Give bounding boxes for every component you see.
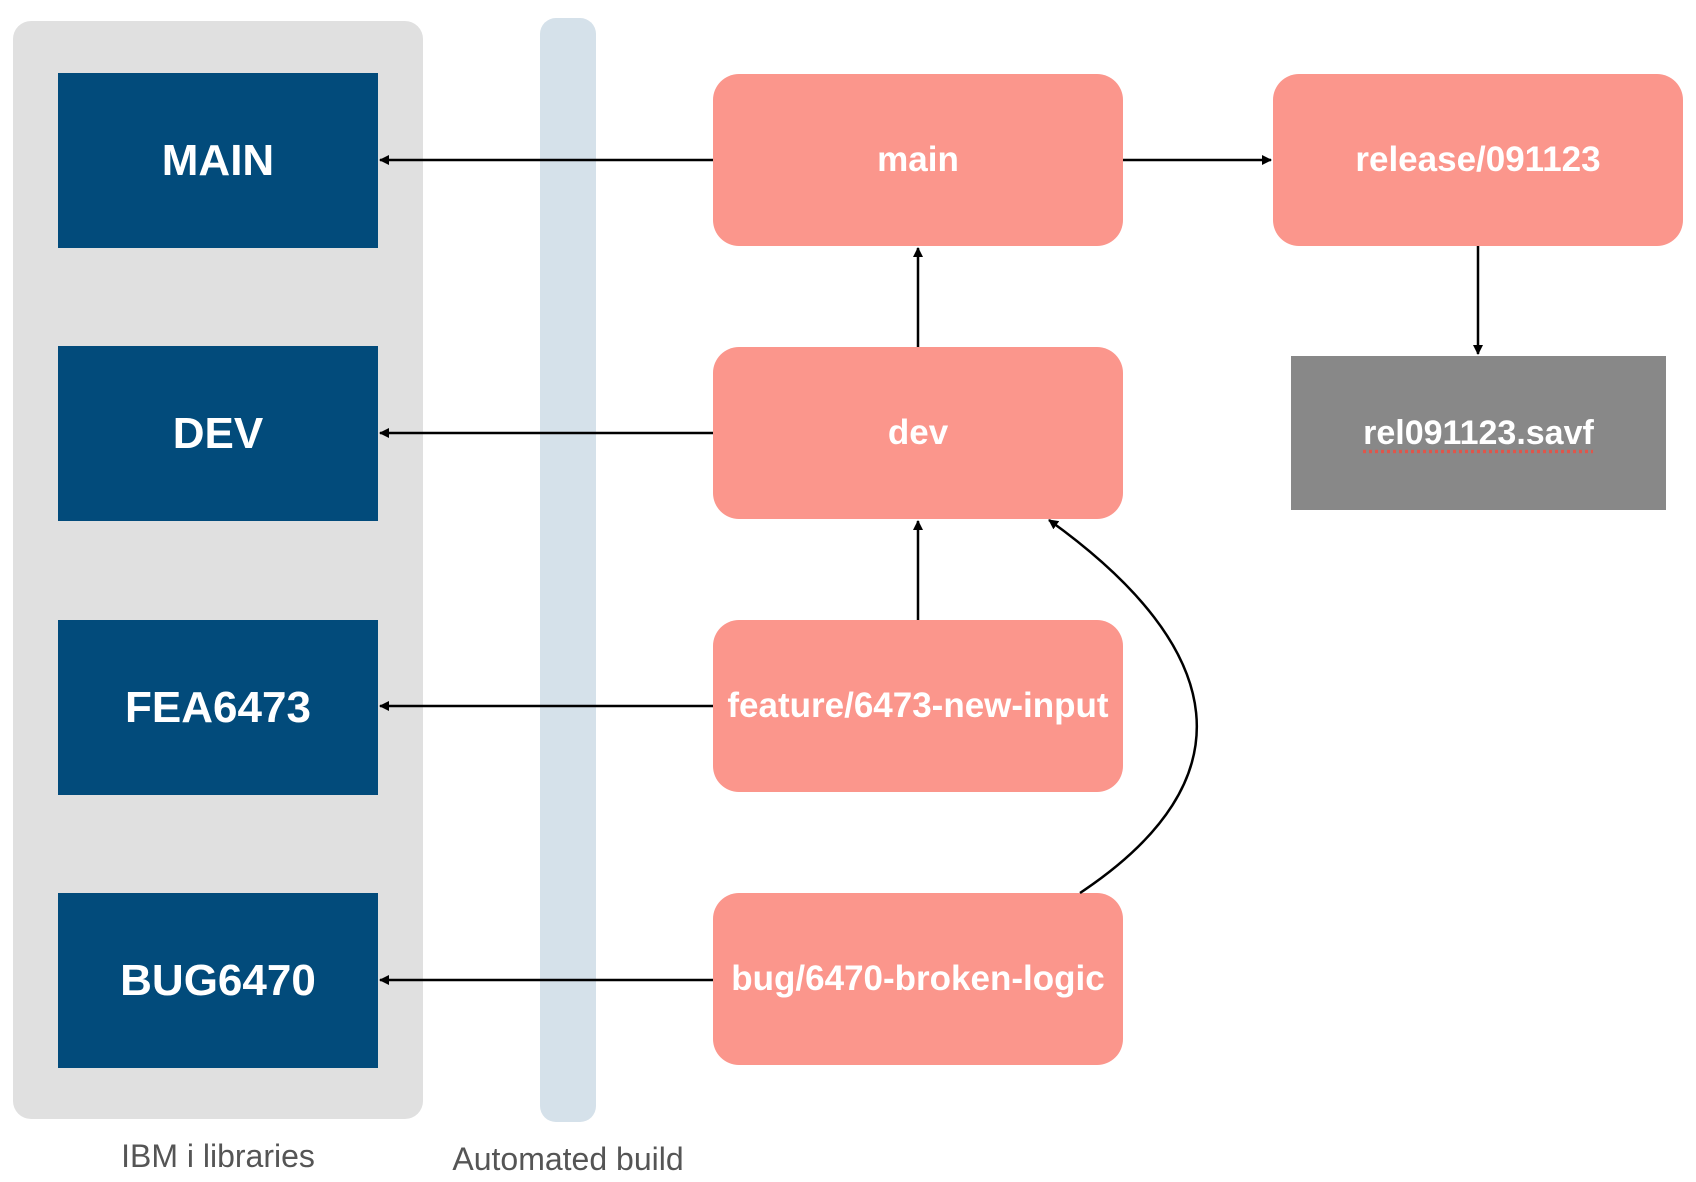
- branch-main: main: [713, 74, 1123, 246]
- libraries-caption: IBM i libraries: [121, 1138, 315, 1174]
- branch-main-label: main: [877, 140, 959, 179]
- build-caption: Automated build: [452, 1141, 684, 1177]
- branch-dev: dev: [713, 347, 1123, 519]
- branch-dev-label: dev: [887, 413, 949, 452]
- branch-release: release/091123: [1273, 74, 1683, 246]
- library-bug6470-label: BUG6470: [120, 955, 316, 1005]
- library-main: MAIN: [58, 73, 378, 248]
- library-dev: DEV: [58, 346, 378, 521]
- arrow-bug-to-dev: [1048, 518, 1199, 895]
- branch-feature-label: feature/6473-new-input: [727, 686, 1109, 725]
- library-bug6470: BUG6470: [58, 893, 378, 1068]
- savf-artifact-label: rel091123.savf: [1363, 413, 1594, 452]
- branch-feature: feature/6473-new-input: [713, 620, 1123, 792]
- branch-bug: bug/6470-broken-logic: [713, 893, 1123, 1065]
- automated-build-panel: [540, 18, 596, 1122]
- library-main-label: MAIN: [161, 135, 275, 185]
- library-fea6473-label: FEA6473: [125, 682, 311, 732]
- library-fea6473: FEA6473: [58, 620, 378, 795]
- branch-bug-label: bug/6470-broken-logic: [731, 959, 1105, 998]
- branch-release-label: release/091123: [1355, 140, 1601, 179]
- library-dev-label: DEV: [172, 408, 264, 458]
- savf-artifact: rel091123.savf: [1291, 356, 1666, 510]
